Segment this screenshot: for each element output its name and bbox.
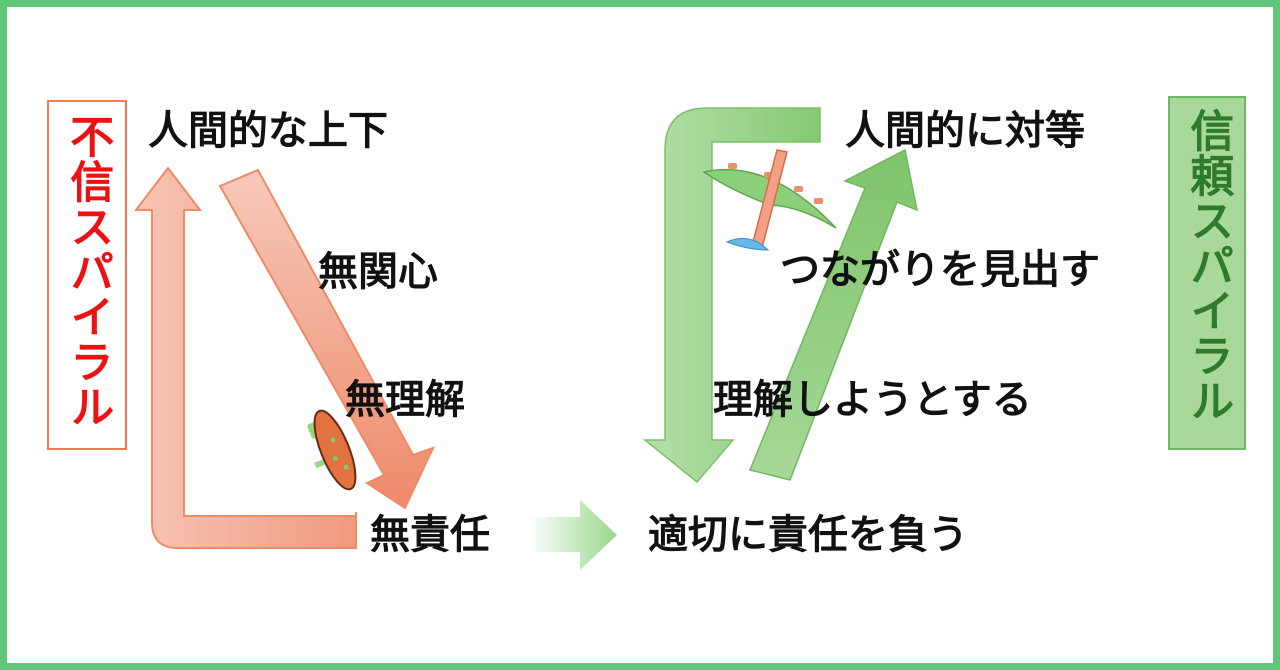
sinking-submarine-icon	[307, 409, 357, 491]
distrust-spiral-title: 不信スパイラル	[47, 100, 127, 450]
trust-step1-label: つながりを見出す	[780, 247, 1100, 293]
distrust-bottom-label: 無責任	[370, 512, 490, 558]
trust-bottom-label: 適切に責任を負う	[648, 512, 968, 558]
transition-arrow	[528, 500, 617, 570]
distrust-top-label: 人間的な上下	[148, 108, 388, 154]
trust-hook-arrow	[642, 107, 821, 484]
trust-up-arrow	[748, 148, 919, 481]
trust-top-label: 人間的に対等	[845, 108, 1085, 154]
distrust-return-arrow	[133, 166, 357, 549]
distrust-step1-label: 無関心	[318, 249, 438, 295]
trust-step2-label: 理解しようとする	[713, 377, 1032, 423]
distrust-down-arrow	[218, 168, 435, 510]
distrust-step2-label: 無理解	[345, 377, 465, 423]
trust-spiral-title: 信頼スパイラル	[1168, 96, 1246, 450]
rising-airplane-icon	[702, 149, 837, 251]
